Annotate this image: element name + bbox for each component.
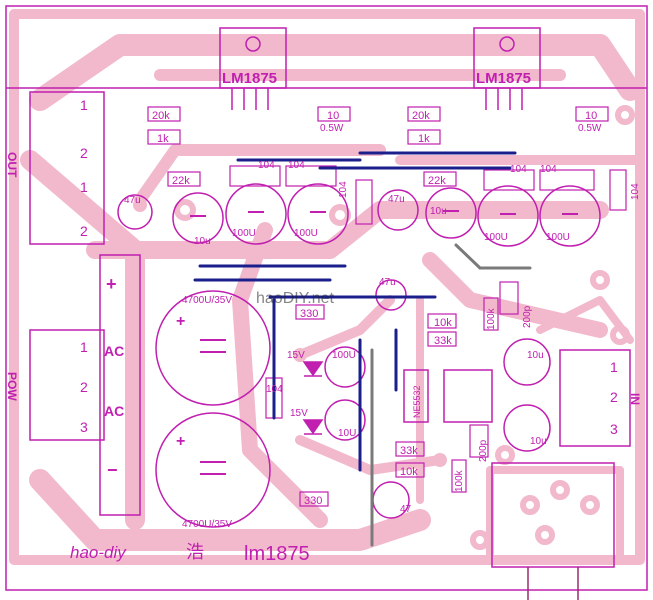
- zener-diodes: [302, 361, 324, 435]
- label-r100k-2: 100k: [454, 469, 465, 492]
- label-r33k-2: 33k: [400, 445, 418, 457]
- label-c4700-top: 4700U/35V: [182, 295, 232, 306]
- out-pin-1b: 1: [80, 179, 88, 195]
- label-c104-e: 104: [338, 181, 349, 198]
- label-c104-a: 104: [258, 160, 275, 171]
- label-z15v-2: 15V: [290, 408, 308, 419]
- label-r100k-1: 100k: [486, 307, 497, 330]
- component-labels: 20k 1k 10 0.5W 20k 1k 10 0.5W 104 104 10…: [104, 110, 641, 530]
- label-r33k-1: 33k: [434, 335, 452, 347]
- label-r20k-right: 20k: [412, 110, 430, 122]
- label-r1k-left: 1k: [157, 133, 169, 145]
- label-minus-rail: −: [107, 460, 118, 480]
- jumper-wires: [193, 151, 517, 472]
- in-connector-label: IN: [628, 393, 642, 405]
- label-r10-right: 10: [585, 110, 597, 122]
- pow-pin-1: 1: [80, 339, 88, 355]
- pin-labels: 1 2 1 2 1 2 POW 1 2: [80, 97, 618, 405]
- label-c47u-left: 47u: [124, 195, 141, 206]
- label-r10k-2: 10k: [400, 466, 418, 478]
- footer-brand-mark: 浩: [186, 542, 204, 562]
- label-c200p-1: 200p: [522, 305, 533, 328]
- electrolytic-capacitors: [117, 183, 601, 528]
- label-r22k-right: 22k: [428, 175, 446, 187]
- label-r10-left: 10: [327, 110, 339, 122]
- label-plus-c4700: +: [176, 313, 185, 330]
- lm1875-left-label: LM1875: [222, 70, 277, 87]
- pow-pin-2: 2: [80, 379, 88, 395]
- label-c47-bottom: 47: [400, 504, 412, 515]
- footer-chip-name: lm1875: [244, 543, 310, 565]
- label-r330-bottom: 330: [304, 495, 322, 507]
- label-r05w-right: 0.5W: [578, 123, 602, 134]
- label-ac-2: AC: [104, 403, 124, 419]
- out-pin-2a: 2: [80, 145, 88, 161]
- label-r330-top: 330: [300, 308, 318, 320]
- label-c10u-left: 10u: [194, 236, 211, 247]
- copper-pads: [31, 81, 639, 489]
- label-r22k-left: 22k: [172, 175, 190, 187]
- footer-brand-name: hao-diy: [70, 543, 127, 562]
- lm1875-right-label: LM1875: [476, 70, 531, 87]
- pow-connector-label: POW: [5, 372, 19, 401]
- label-c104-b: 104: [288, 160, 305, 171]
- ne5532-package: [403, 369, 493, 423]
- out-pin-1a: 1: [80, 97, 88, 113]
- label-c4700-bottom: 4700U/35V: [182, 519, 232, 530]
- out-pin-2b: 2: [80, 223, 88, 239]
- label-r20k-left: 20k: [152, 110, 170, 122]
- label-c104-c: 104: [510, 164, 527, 175]
- label-c10u-in1: 10u: [527, 350, 544, 361]
- connector-outlines: [29, 91, 631, 568]
- label-ne5532: NE5532: [412, 385, 422, 418]
- in-pin-2: 2: [610, 389, 618, 405]
- label-r10k-1: 10k: [434, 317, 452, 329]
- lm1875-right-package: [473, 27, 541, 110]
- label-c104-f: 104: [630, 183, 641, 200]
- out-connector-label: OUT: [5, 152, 19, 178]
- label-c100u-1: 100U: [232, 228, 256, 239]
- label-c100u-4: 100U: [546, 232, 570, 243]
- label-c47u-center: 47u: [379, 277, 396, 288]
- label-c100u-z1: 100U: [332, 350, 356, 361]
- label-c10u-right: 10u: [430, 206, 447, 217]
- gray-wires: [370, 243, 532, 547]
- label-c47u-mid: 47u: [388, 194, 405, 205]
- label-c100u-3: 100U: [484, 232, 508, 243]
- label-plus-rail: +: [106, 274, 117, 294]
- label-ac-1: AC: [104, 343, 124, 359]
- label-r1k-right: 1k: [418, 133, 430, 145]
- in-pin-1: 1: [610, 359, 618, 375]
- label-c104-g: 104: [266, 384, 283, 395]
- lm1875-left-package: [219, 27, 287, 110]
- resistor-outlines: [147, 106, 609, 507]
- capacitor-symbols: [190, 210, 578, 475]
- output-leads: [527, 567, 579, 600]
- label-r05w-left: 0.5W: [320, 123, 344, 134]
- label-c104-d: 104: [540, 164, 557, 175]
- label-z15v-1: 15V: [287, 350, 305, 361]
- label-plus-c4700-bottom: +: [176, 433, 185, 450]
- label-c10u-z2: 10U: [338, 428, 356, 439]
- label-c10u-in2: 10u: [530, 436, 547, 447]
- label-c100u-2: 100U: [294, 228, 318, 239]
- pow-pin-3-label: 3: [80, 419, 88, 435]
- watermark: haoDIY.net: [256, 290, 335, 307]
- in-pin-3-label: 3: [610, 421, 618, 437]
- label-c200p-2: 200p: [478, 439, 489, 462]
